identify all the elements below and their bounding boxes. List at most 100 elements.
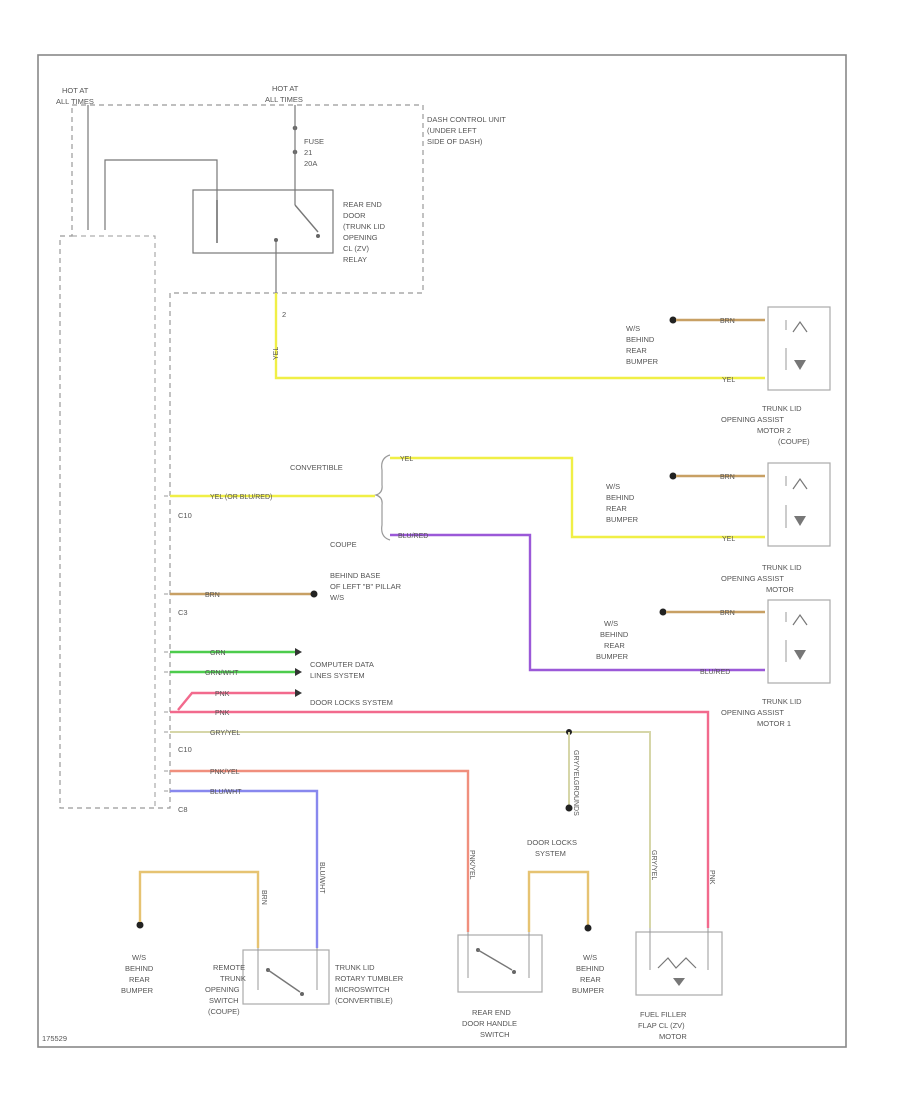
fuse-label: FUSE 21 20A [304,137,324,168]
ground-dot-remote [136,921,144,929]
relay-pin-label: 2 [282,310,286,319]
arrow-grn-wht [295,668,302,676]
internal-feed-loop [104,159,218,230]
wire-label-gry-yel-diode: GRY/YEL [572,750,579,780]
svg-text:W/S: W/S [330,593,344,602]
svg-text:HOT AT: HOT AT [272,84,299,93]
computer-data-label: COMPUTER DATA LINES SYSTEM [310,660,374,680]
wire-label-grn-wht: GRN/WHT [205,670,239,677]
ground-dot-motor-top [669,316,677,324]
svg-text:SWITCH: SWITCH [480,1030,510,1039]
door-locks-label: DOOR LOCKS SYSTEM [310,698,393,707]
ground-label-b-pillar: BEHIND BASE OF LEFT "B" PILLAR W/S [330,571,402,602]
svg-text:DOOR HANDLE: DOOR HANDLE [462,1019,517,1028]
svg-text:OPENING ASSIST: OPENING ASSIST [721,415,784,424]
svg-text:BUMPER: BUMPER [572,986,605,995]
wire-label-yel-vertical: YEL [273,347,280,360]
remote-switch-symbol [242,948,330,1005]
wire-label-brn-motor2: BRN [720,474,735,481]
svg-text:REAR: REAR [604,641,625,650]
wire-label-pnk-yel: PNK/YEL [210,769,240,776]
svg-text:(COUPE): (COUPE) [778,437,810,446]
svg-text:W/S: W/S [583,953,597,962]
svg-text:MOTOR 2: MOTOR 2 [757,426,791,435]
svg-text:21: 21 [304,148,312,157]
door-locks-system-label: DOOR LOCKS SYSTEM [527,838,577,858]
ground-dot-b-pillar [310,590,318,598]
hot-at-all-times-left: HOT AT ALL TIMES [56,86,94,106]
motor-top-symbol [767,306,831,391]
svg-text:MOTOR: MOTOR [659,1032,687,1041]
svg-text:OPENING: OPENING [205,985,240,994]
svg-text:BEHIND: BEHIND [125,964,154,973]
svg-text:FUEL FILLER: FUEL FILLER [640,1010,687,1019]
svg-text:BEHIND: BEHIND [606,493,635,502]
svg-text:DOOR LOCKS: DOOR LOCKS [527,838,577,847]
wire-yel-convertible [390,456,765,539]
svg-text:SYSTEM: SYSTEM [535,849,566,858]
remote-switch-label: REMOTE TRUNK OPENING SWITCH (COUPE) [205,963,246,1016]
svg-text:W/S: W/S [606,482,620,491]
wire-label-brn-v-remote: BRN [260,890,267,905]
wire-brn-remote [138,870,260,948]
fuel-motor-symbol [635,928,723,996]
svg-text:W/S: W/S [132,953,146,962]
connector-c10-top: C10 [178,511,192,520]
arrow-grn [295,648,302,656]
svg-text:BUMPER: BUMPER [626,357,659,366]
svg-text:ROTARY TUMBLER: ROTARY TUMBLER [335,974,404,983]
grounds-label: GROUNDS [572,780,579,816]
wire-label-gry-yel: GRY/YEL [210,730,240,737]
svg-text:TRUNK LID: TRUNK LID [762,404,802,413]
ground-dot-handle [584,924,592,932]
diagram-id: 175529 [42,1034,67,1043]
svg-text:TRUNK LID: TRUNK LID [335,963,375,972]
wire-yel-relay [274,293,765,380]
svg-text:TRUNK LID: TRUNK LID [762,697,802,706]
connector-pins [164,495,168,792]
connector-c3: C3 [178,608,188,617]
wire-label-grn: GRN [210,650,226,657]
ground-dot-motor2 [669,472,677,480]
dash-control-unit-outline [59,104,424,809]
hot-at-all-times-right: HOT AT ALL TIMES [265,84,303,104]
wire-label-brn-c3: BRN [205,592,220,599]
svg-text:DOOR: DOOR [343,211,366,220]
diagram-border [37,54,847,1048]
svg-text:DASH CONTROL UNIT: DASH CONTROL UNIT [427,115,506,124]
relay-contact [294,204,319,233]
svg-text:HOT AT: HOT AT [62,86,89,95]
motor-plain-symbol [767,599,831,684]
label-convertible: CONVERTIBLE [290,463,343,472]
connector-c8: C8 [178,805,188,814]
handle-switch-label: REAR END DOOR HANDLE SWITCH [462,1008,517,1039]
svg-text:BUMPER: BUMPER [606,515,639,524]
svg-text:REAR: REAR [606,504,627,513]
svg-text:ALL TIMES: ALL TIMES [56,97,94,106]
wire-label-pnk-v: PNK [708,870,715,885]
wire-label-brn-motor-plain: BRN [720,610,735,617]
svg-text:LINES SYSTEM: LINES SYSTEM [310,671,365,680]
wire-label-gry-yel-v: GRY/YEL [650,850,657,880]
ground-label-handle: W/S BEHIND REAR BUMPER [572,953,605,995]
ground-dot-motor-plain [659,608,667,616]
svg-text:OF LEFT "B" PILLAR: OF LEFT "B" PILLAR [330,582,402,591]
dash-control-unit-inner-outline [72,235,156,808]
wire-label-yel-motor2: YEL [722,536,735,543]
svg-text:OPENING: OPENING [343,233,378,242]
svg-text:REMOTE: REMOTE [213,963,245,972]
wire-label-pnk2: PNK [215,710,230,717]
wire-pnk-yel [170,769,470,932]
wire-label-bluered-coupe: BLU/RED [398,533,428,540]
svg-text:SIDE OF DASH): SIDE OF DASH) [427,137,483,146]
svg-text:BEHIND: BEHIND [626,335,655,344]
ground-label-remote: W/S BEHIND REAR BUMPER [121,953,154,995]
dash-control-unit-label: DASH CONTROL UNIT (UNDER LEFT SIDE OF DA… [427,115,506,146]
wire-pnk-door-locks [177,691,295,711]
connector-c10-bottom: C10 [178,745,192,754]
svg-text:(CONVERTIBLE): (CONVERTIBLE) [335,996,393,1005]
wire-label-blu-wht: BLU/WHT [210,789,242,796]
svg-text:OPENING ASSIST: OPENING ASSIST [721,574,784,583]
ground-label-motor2: W/S BEHIND REAR BUMPER [606,482,639,524]
